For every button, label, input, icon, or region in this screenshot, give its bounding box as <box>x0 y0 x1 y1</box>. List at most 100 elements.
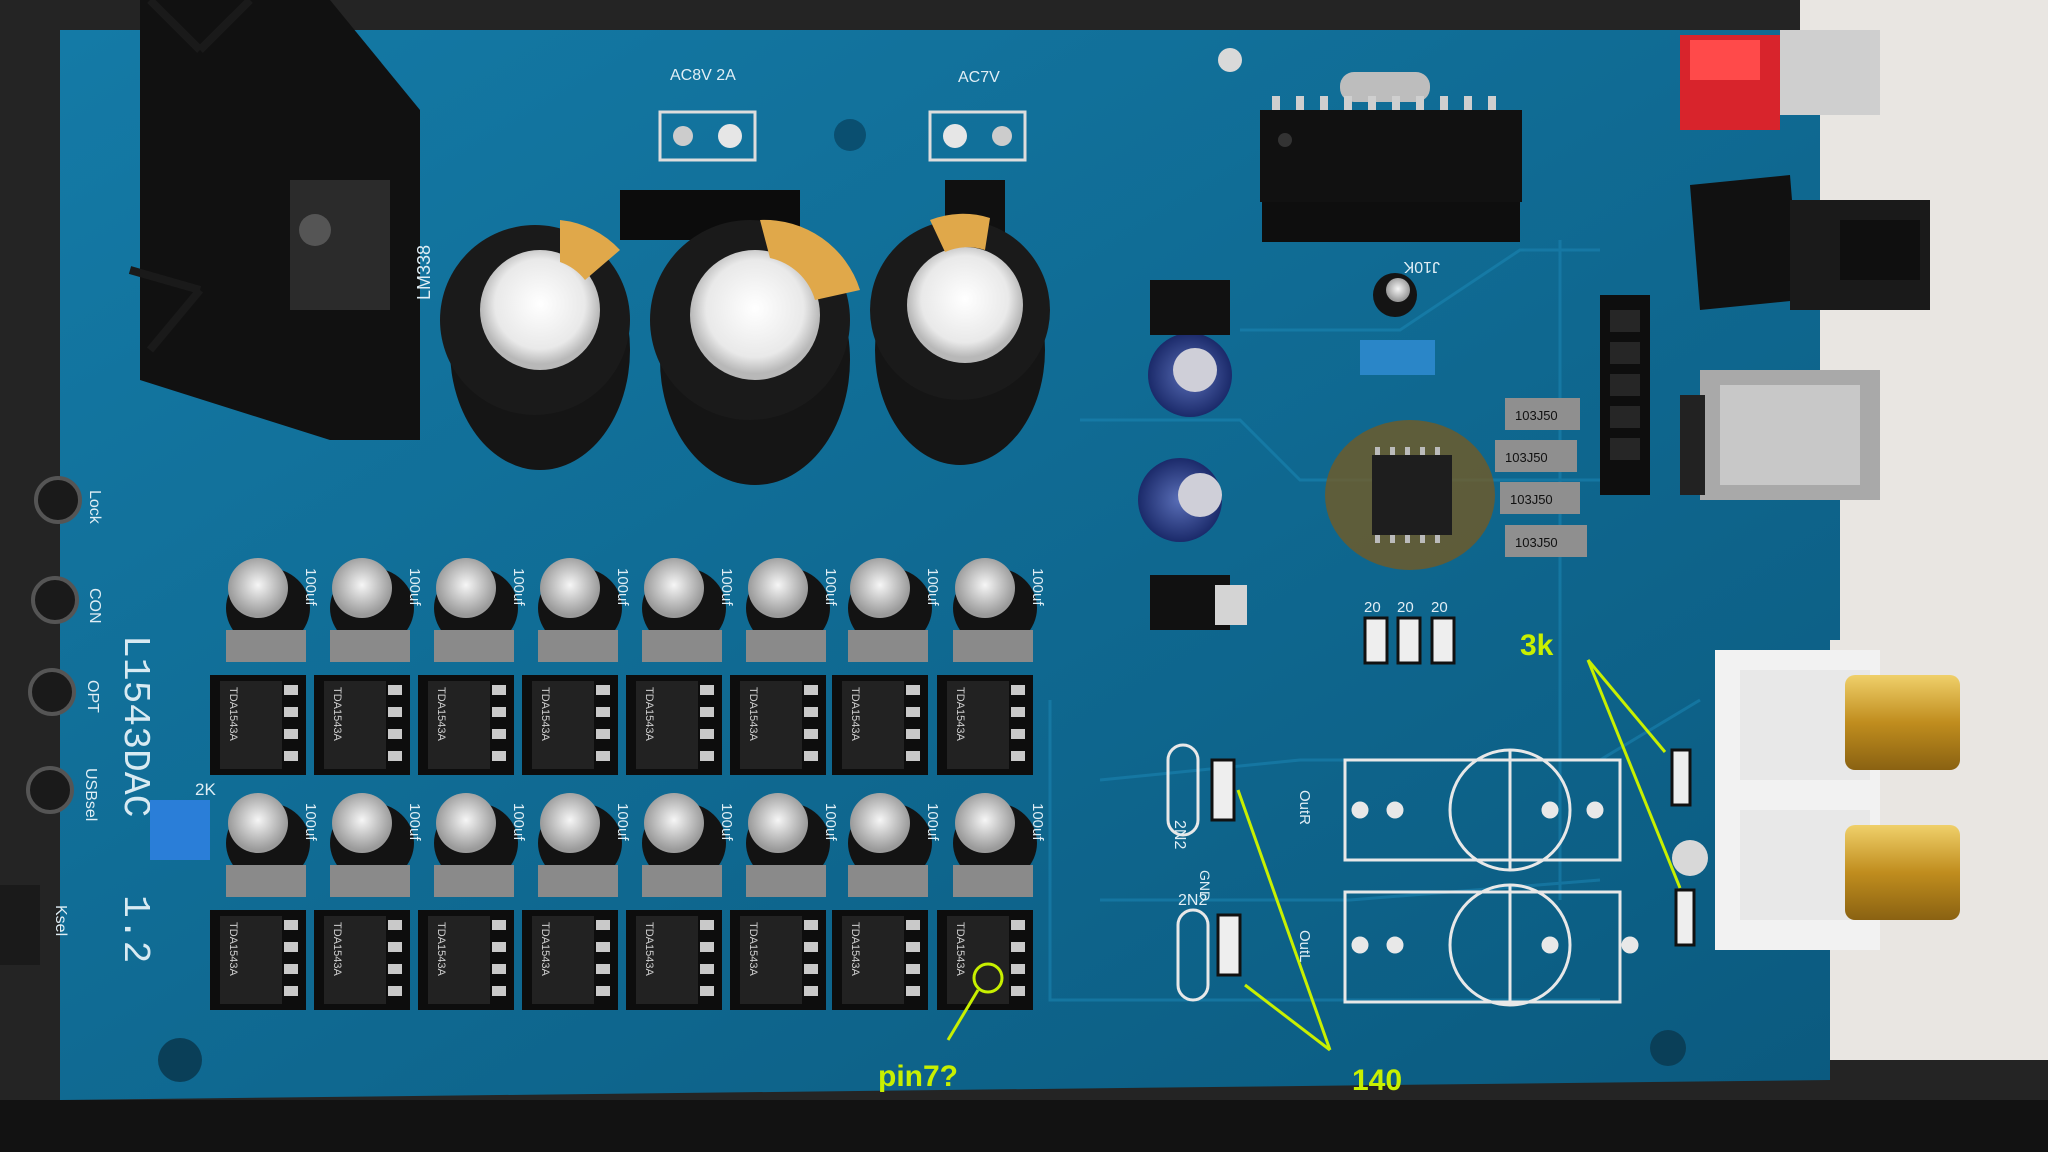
chip-label: TDA1543A <box>331 922 343 976</box>
resistors-3k <box>1670 748 1708 947</box>
chip-label: TDA1543A <box>227 922 239 976</box>
dac-chip: TDA1543A <box>937 675 1033 775</box>
cap-value-label: 100uf <box>924 803 941 841</box>
trimmer-pot <box>150 800 210 860</box>
cap-value-label: 100uf <box>718 568 735 606</box>
ac-input-left <box>658 110 757 162</box>
film-cap <box>330 630 410 662</box>
electrolytic-capacitor: 100uf <box>538 793 631 883</box>
cap-value-label: 100uf <box>406 803 423 841</box>
dac-chip: TDA1543A <box>210 910 306 1010</box>
cap-value-label: 100uf <box>302 568 319 606</box>
film-cap <box>746 865 826 897</box>
dac-chip: TDA1543A <box>626 910 722 1010</box>
electrolytic-capacitor: 100uf <box>642 558 735 648</box>
r20-label: 20 <box>1397 599 1414 616</box>
silk-2n2: 2N2 <box>1171 820 1188 849</box>
film-cap <box>330 865 410 897</box>
cap-value-label: 100uf <box>718 803 735 841</box>
silk-led-opt: OPT <box>84 680 101 713</box>
electrolytic-capacitor: 100uf <box>848 793 941 883</box>
film-cap <box>848 865 928 897</box>
electrolytic-capacitor: 100uf <box>330 793 423 883</box>
chip-label: TDA1543A <box>539 922 551 976</box>
electrolytic-capacitor: 100uf <box>642 793 735 883</box>
chip-label: TDA1543A <box>747 687 759 741</box>
cap-value-label: 100uf <box>1029 568 1046 606</box>
microcontroller <box>1260 72 1522 242</box>
cap-value-label: 100uf <box>924 568 941 606</box>
dac-chip: TDA1543A <box>522 675 618 775</box>
ac-input-right <box>928 110 1027 162</box>
chip-label: TDA1543A <box>849 687 861 741</box>
silk-reg-label: LM338 <box>414 245 434 300</box>
dac-chip: TDA1543A <box>314 910 410 1010</box>
dac-chip: TDA1543A <box>730 675 826 775</box>
film-cap-label: 103J50 <box>1515 535 1558 550</box>
cap-value-label: 100uf <box>510 803 527 841</box>
film-cap <box>953 630 1033 662</box>
electrolytic-capacitor: 100uf <box>330 558 423 648</box>
film-cap <box>226 865 306 897</box>
silk-trim: 2K <box>195 780 216 799</box>
chip-label: TDA1543A <box>227 687 239 741</box>
dac-chip: TDA1543A <box>832 910 928 1010</box>
electrolytic-capacitor: 100uf <box>538 558 631 648</box>
dac-capacitor-row-bottom: 100uf 100uf 100uf 100uf 100uf 100uf 100uf 100uf <box>226 793 1046 883</box>
film-cap <box>746 630 826 662</box>
silk-outl: OutL <box>1296 930 1313 963</box>
electrolytic-capacitor: 100uf <box>226 558 319 648</box>
sot-regulators <box>1150 280 1247 630</box>
annotation-3k-label: 3k <box>1520 629 1554 662</box>
film-cap <box>848 630 928 662</box>
silk-led-usbsel: USBsel <box>82 768 99 821</box>
status-leds <box>26 476 82 814</box>
dac-chip: TDA1543A <box>832 675 928 775</box>
cap-value-label: 100uf <box>822 803 839 841</box>
blue-capacitors <box>1138 273 1435 542</box>
dac-chip: TDA1543A <box>210 675 306 775</box>
electrolytic-capacitor: 100uf <box>226 793 319 883</box>
annotation-pin7: pin7? <box>878 962 1004 1093</box>
dac-chip: TDA1543A <box>314 675 410 775</box>
silk-res-label: J10K <box>1403 258 1440 275</box>
chip-label: TDA1543A <box>747 922 759 976</box>
cap-value-label: 100uf <box>614 568 631 606</box>
film-cap <box>434 865 514 897</box>
heatsink <box>128 0 420 440</box>
chip-label: TDA1543A <box>539 687 551 741</box>
dac-chip: TDA1543A <box>626 675 722 775</box>
rca-white-dual <box>1715 650 1960 950</box>
resistors-20: 20 20 20 <box>1363 599 1456 665</box>
dac-chip: TDA1543A <box>730 910 826 1010</box>
film-capacitors: 103J50 103J50 103J50 103J50 <box>1495 398 1587 557</box>
silk-2n2-b: 2N2 <box>1178 892 1207 909</box>
annotation-pin7-label: pin7? <box>878 1060 958 1093</box>
rca-red <box>1680 30 1880 130</box>
film-cap <box>538 630 618 662</box>
resistors-140 <box>1210 758 1242 977</box>
silk-gnd: GND <box>1197 870 1213 901</box>
chip-label: TDA1543A <box>849 922 861 976</box>
silk-outr: OutR <box>1296 790 1313 825</box>
silk-ksel: Ksel <box>52 905 69 936</box>
cap-value-label: 100uf <box>1029 803 1046 841</box>
dac-chip-row-top: TDA1543A TDA1543A TDA1543A TDA1543A TDA1543A… <box>210 675 1033 775</box>
cap-value-label: 100uf <box>510 568 527 606</box>
chip-label: TDA1543A <box>331 687 343 741</box>
film-cap <box>226 630 306 662</box>
dac-chip: TDA1543A <box>522 910 618 1010</box>
film-cap <box>538 865 618 897</box>
chip-label: TDA1543A <box>643 687 655 741</box>
electrolytic-capacitor: 100uf <box>848 558 941 648</box>
dac-chip: TDA1543A <box>937 910 1033 1010</box>
ksel-switch <box>0 885 40 965</box>
optical-jack <box>1690 175 1930 310</box>
silk-led-con: CON <box>86 588 103 624</box>
big-capacitors <box>440 180 1050 485</box>
film-cap <box>642 865 722 897</box>
film-cap-label: 103J50 <box>1510 492 1553 507</box>
film-cap <box>642 630 722 662</box>
chip-label: TDA1543A <box>954 922 966 976</box>
